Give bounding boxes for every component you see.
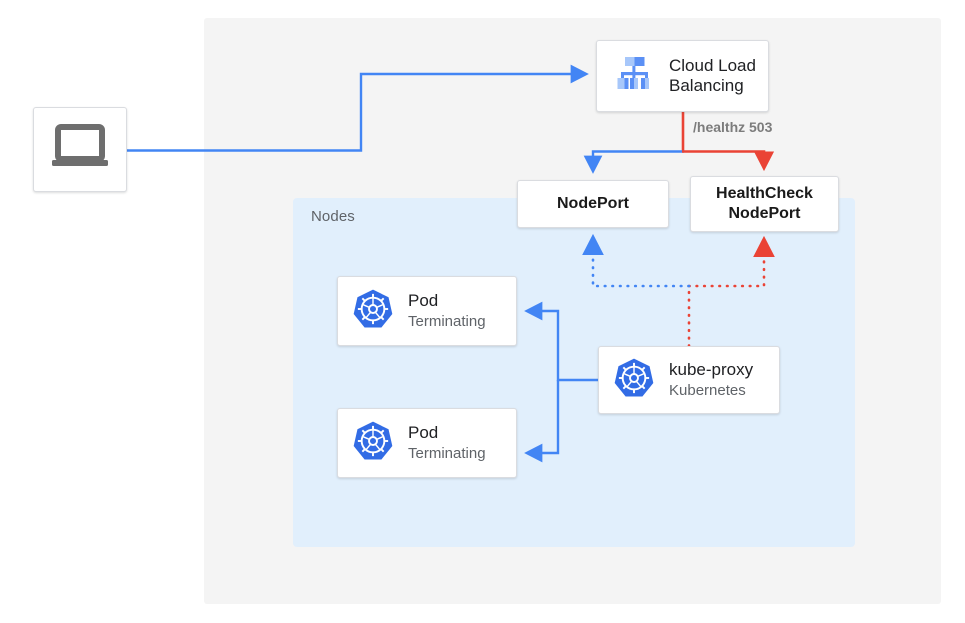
lb-label-line2: Balancing — [669, 76, 744, 95]
kube-proxy-text: kube-proxy Kubernetes — [669, 360, 753, 400]
healthz-label: /healthz 503 — [693, 119, 773, 135]
healthcheck-nodeport[interactable]: HealthCheck NodePort — [690, 176, 839, 232]
hc-line2: NodePort — [728, 205, 801, 222]
hc-line1: HealthCheck — [716, 185, 813, 202]
cloud-load-balancing-text: Cloud Load Balancing — [669, 56, 756, 97]
nodeport[interactable]: NodePort — [517, 180, 669, 228]
healthcheck-nodeport-label: HealthCheck NodePort — [716, 184, 813, 224]
cloud-load-balancing[interactable]: Cloud Load Balancing — [596, 40, 769, 112]
pod-2-text: Pod Terminating — [408, 423, 486, 463]
pod-1-title: Pod — [408, 290, 439, 310]
kube-proxy-title: kube-proxy — [669, 359, 754, 379]
client-device[interactable] — [33, 107, 127, 192]
nodes-panel-label: Nodes — [311, 208, 355, 225]
pod-terminating-1[interactable]: Pod Terminating — [337, 276, 517, 346]
kube-proxy[interactable]: kube-proxy Kubernetes — [598, 346, 780, 414]
lb-label-line1: Cloud Load — [669, 55, 756, 75]
kubernetes-icon — [352, 288, 394, 335]
nodeport-label: NodePort — [557, 195, 629, 212]
pod-1-text: Pod Terminating — [408, 291, 486, 331]
pod-terminating-2[interactable]: Pod Terminating — [337, 408, 517, 478]
laptop-icon — [51, 124, 109, 175]
pod-1-status: Terminating — [408, 313, 486, 331]
pod-2-title: Pod — [408, 422, 439, 442]
cloud-load-balancing-icon — [611, 52, 655, 101]
pod-2-status: Terminating — [408, 445, 486, 463]
kube-proxy-subtitle: Kubernetes — [669, 382, 746, 400]
kubernetes-icon — [352, 420, 394, 467]
kubernetes-icon — [613, 357, 655, 404]
